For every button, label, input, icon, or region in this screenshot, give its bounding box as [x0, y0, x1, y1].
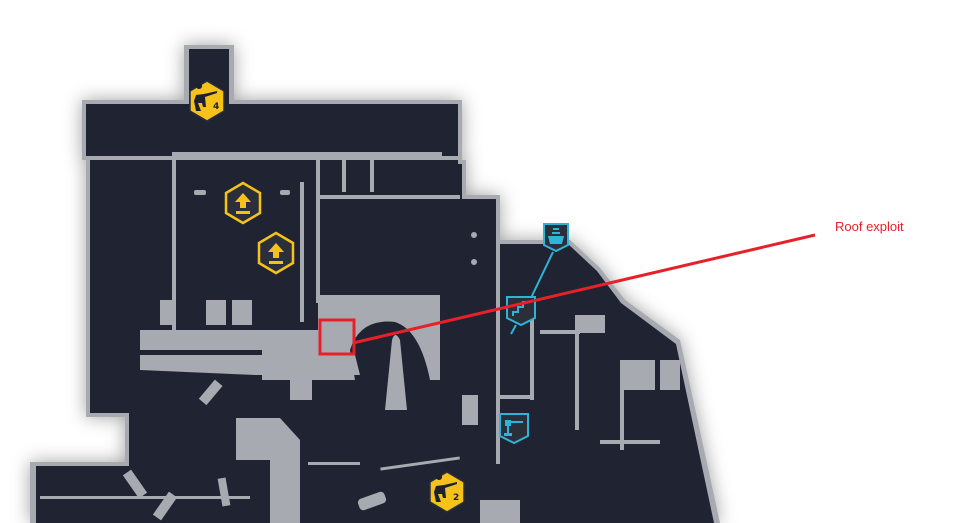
- sniper-spot-marker[interactable]: 4: [189, 80, 225, 122]
- up-arrow-icon: [268, 243, 284, 264]
- interior-walls: [40, 152, 680, 523]
- sniper-spot-number: 4: [213, 102, 219, 112]
- sniper-spot-number: 2: [453, 493, 459, 503]
- jump-pad-marker[interactable]: [224, 181, 262, 225]
- sniper-spot-marker[interactable]: 2: [429, 471, 465, 513]
- health-pack-icon: [548, 228, 564, 244]
- up-arrow-icon: [235, 193, 251, 214]
- turret-marker[interactable]: [499, 413, 529, 445]
- annotation-pointer-line: [352, 233, 816, 345]
- marker-leader-line: [510, 324, 517, 335]
- sniper-icon: [194, 83, 217, 111]
- sniper-icon: [434, 474, 457, 502]
- roof-exploit-highlight-box: [318, 318, 356, 356]
- turret-icon: [504, 420, 523, 436]
- map-floor: [36, 49, 714, 523]
- health-pack-marker[interactable]: [543, 223, 569, 253]
- marker-leader-line: [529, 251, 554, 301]
- roof-exploit-label: Roof exploit: [835, 219, 904, 234]
- jump-pad-marker[interactable]: [257, 231, 295, 275]
- shield-icon: [499, 413, 529, 445]
